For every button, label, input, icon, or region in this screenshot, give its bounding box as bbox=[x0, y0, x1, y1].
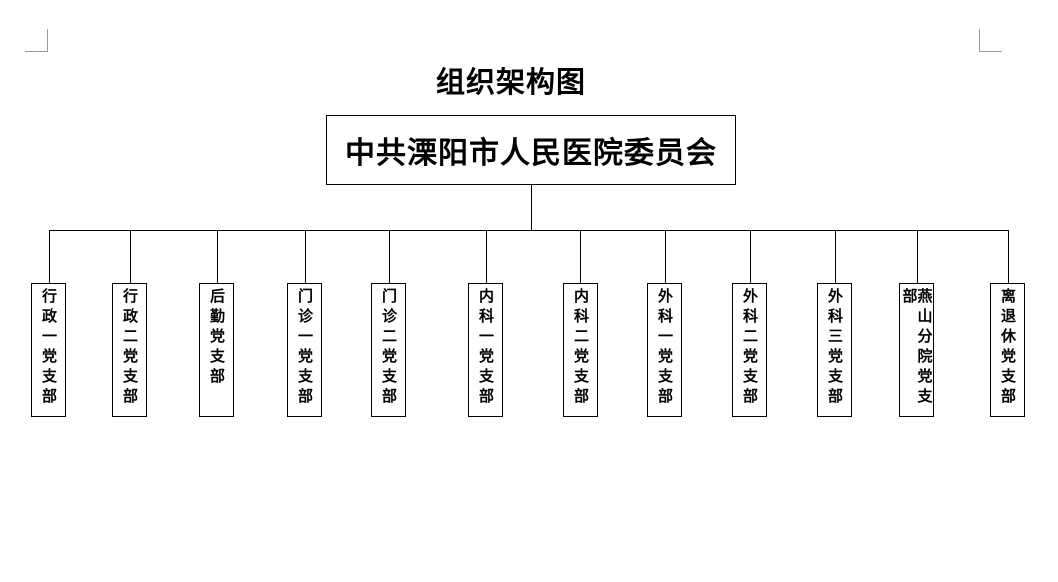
branch-node: 门诊二党支部 bbox=[371, 283, 406, 417]
branch-connector bbox=[917, 230, 918, 283]
branch-node: 燕山分院党支部 bbox=[899, 283, 934, 417]
root-node: 中共溧阳市人民医院委员会 bbox=[326, 115, 736, 185]
branch-node: 离退休党支部 bbox=[990, 283, 1025, 417]
branch-node: 行政一党支部 bbox=[31, 283, 66, 417]
branch-label: 行政二党支部 bbox=[121, 288, 139, 408]
branch-connector bbox=[835, 230, 836, 283]
chart-title: 组织架构图 bbox=[435, 65, 586, 99]
horizontal-bus bbox=[49, 230, 1009, 231]
branch-node: 后勤党支部 bbox=[199, 283, 234, 417]
branch-connector bbox=[49, 230, 50, 283]
branch-connector bbox=[1008, 230, 1009, 283]
branch-node: 门诊一党支部 bbox=[287, 283, 322, 417]
branch-connector bbox=[580, 230, 581, 283]
branch-label: 内科二党支部 bbox=[572, 288, 590, 408]
branch-node: 行政二党支部 bbox=[112, 283, 147, 417]
branch-connector bbox=[750, 230, 751, 283]
root-connector bbox=[531, 184, 532, 230]
branch-node: 外科三党支部 bbox=[817, 283, 852, 417]
branch-node: 内科一党支部 bbox=[468, 283, 503, 417]
branch-connector bbox=[389, 230, 390, 283]
branch-label: 外科一党支部 bbox=[656, 288, 674, 408]
branch-label: 内科一党支部 bbox=[477, 288, 495, 408]
branch-label: 燕山分院党支部 bbox=[900, 288, 934, 408]
branch-node: 外科一党支部 bbox=[647, 283, 682, 417]
page-corner-mark-top-right bbox=[979, 29, 1002, 52]
page-corner-mark-top-left bbox=[25, 29, 48, 52]
branch-connector bbox=[665, 230, 666, 283]
branch-node: 内科二党支部 bbox=[563, 283, 598, 417]
branch-connector bbox=[217, 230, 218, 283]
branch-label: 门诊一党支部 bbox=[296, 288, 314, 408]
branch-label: 外科三党支部 bbox=[826, 288, 844, 408]
branch-connector bbox=[130, 230, 131, 283]
branch-label: 后勤党支部 bbox=[208, 288, 226, 388]
root-node-label: 中共溧阳市人民医院委员会 bbox=[345, 136, 717, 171]
branch-connector bbox=[305, 230, 306, 283]
branch-label: 外科二党支部 bbox=[741, 288, 759, 408]
branch-connector bbox=[486, 230, 487, 283]
branch-label: 行政一党支部 bbox=[40, 288, 58, 408]
branch-label: 门诊二党支部 bbox=[380, 288, 398, 408]
branch-label: 离退休党支部 bbox=[999, 288, 1017, 408]
branch-node: 外科二党支部 bbox=[732, 283, 767, 417]
